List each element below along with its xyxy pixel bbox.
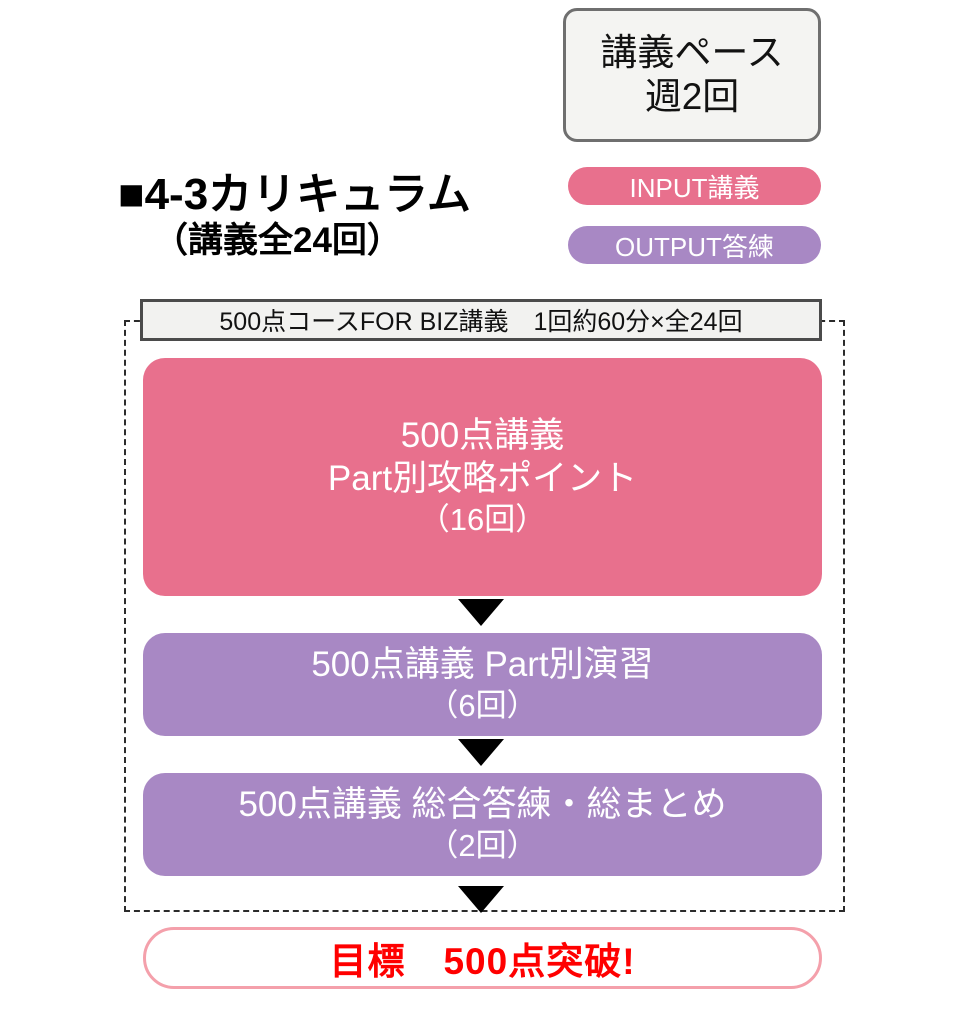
page-title: ■4-3カリキュラム — [118, 170, 471, 219]
stage-box-part-practice: 500点講義 Part別演習 （6回） — [143, 633, 822, 736]
page-subtitle: （講義全24回） — [153, 221, 402, 261]
stage-review-line1: 500点講義 総合答練・総まとめ — [238, 785, 727, 825]
stage-review-count: （2回） — [427, 827, 538, 863]
stage-box-input-lecture: 500点講義 Part別攻略ポイント （16回） — [143, 358, 822, 596]
legend-chip-output: OUTPUT答練 — [568, 226, 821, 264]
stage-input-line2: Part別攻略ポイント — [327, 459, 638, 499]
goal-label: 目標 500点突破! — [329, 941, 636, 982]
stage-box-comprehensive-review: 500点講義 総合答練・総まとめ （2回） — [143, 773, 822, 876]
stage-practice-line1: 500点講義 Part別演習 — [311, 645, 654, 685]
lecture-pace-box: 講義ペース 週2回 — [563, 8, 821, 142]
arrow-down-icon — [458, 599, 504, 626]
lecture-pace-value: 週2回 — [644, 76, 740, 117]
arrow-down-icon — [458, 886, 504, 913]
lecture-pace-title: 講義ペース — [600, 32, 784, 74]
stage-input-count: （16回） — [418, 501, 547, 537]
goal-box: 目標 500点突破! — [143, 927, 822, 989]
stage-practice-count: （6回） — [427, 687, 538, 723]
stage-input-line1: 500点講義 — [400, 416, 565, 456]
arrow-down-icon — [458, 739, 504, 766]
legend-chip-input-label: INPUT講義 — [629, 172, 760, 203]
title-block: ■4-3カリキュラム （講義全24回） — [118, 170, 518, 261]
course-header-label: 500点コースFOR BIZ講義 1回約60分×全24回 — [219, 308, 743, 336]
course-header-bar: 500点コースFOR BIZ講義 1回約60分×全24回 — [140, 299, 822, 341]
legend-chip-output-label: OUTPUT答練 — [615, 231, 774, 262]
legend-chip-input: INPUT講義 — [568, 167, 821, 205]
